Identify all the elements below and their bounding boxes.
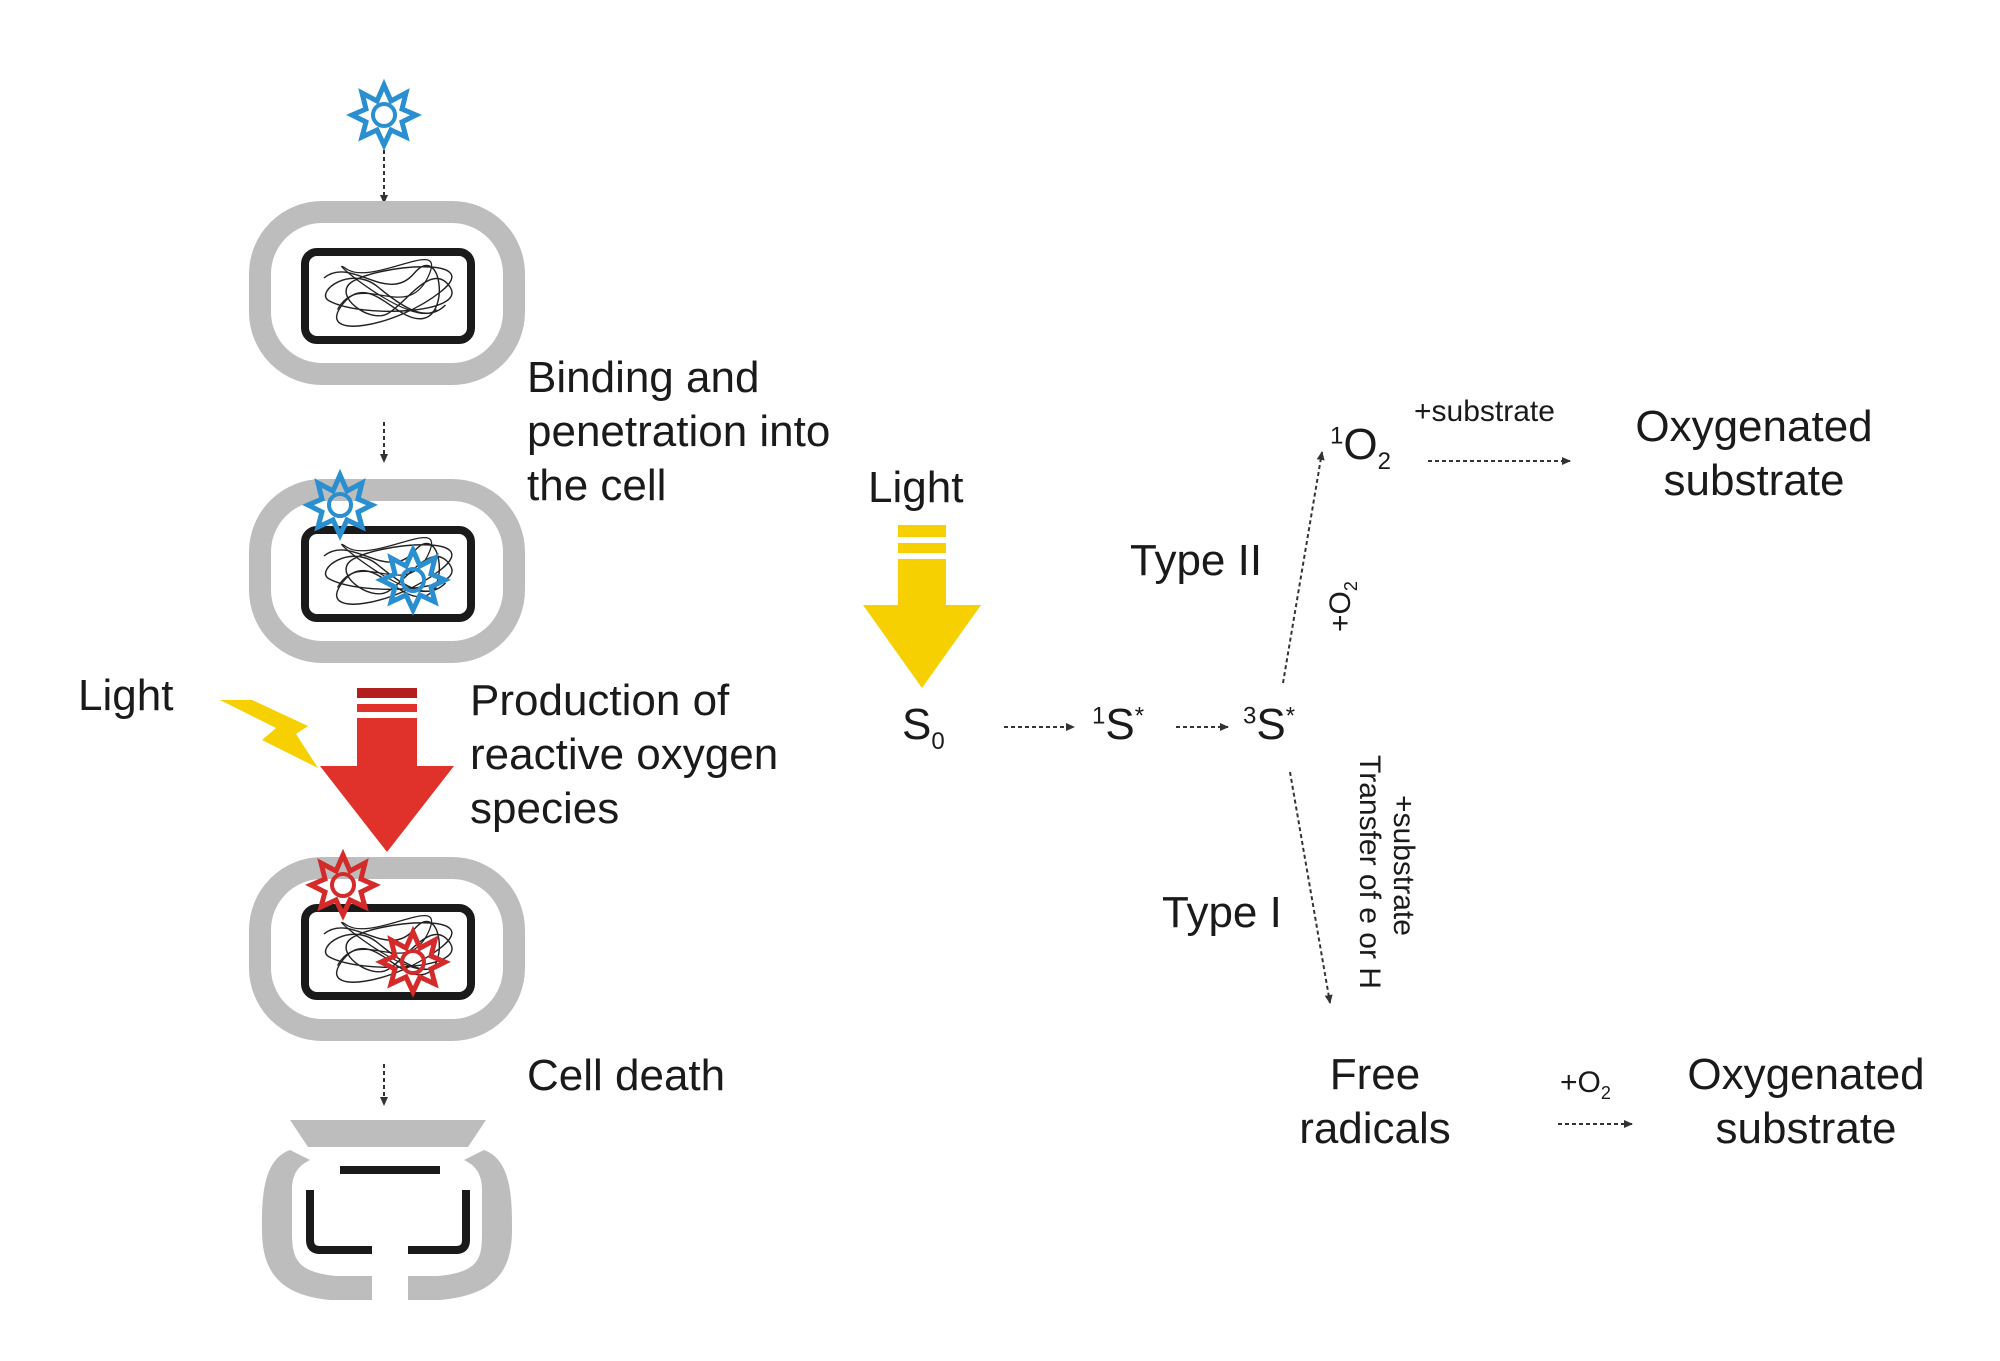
- binding-label: Binding and penetration into the cell: [527, 351, 830, 513]
- oxygenated-bottom-line-1: Oxygenated: [1687, 1050, 1925, 1099]
- light-arrow: [863, 525, 981, 688]
- plus-o2-bottom-sub: 2: [1600, 1083, 1611, 1103]
- plus-o2-rotated: +O2: [1324, 581, 1361, 632]
- light-label-left: Light: [78, 671, 174, 720]
- singlet-star: *: [1134, 702, 1145, 730]
- ros-line-1: Production of: [470, 676, 730, 725]
- type1-label: Type I: [1162, 888, 1282, 937]
- triplet-base: S: [1256, 700, 1286, 749]
- photosensitizer-blue-icon: [346, 78, 422, 151]
- oxygenated-bottom-line-2: substrate: [1715, 1104, 1897, 1153]
- s0-base: S: [902, 700, 932, 749]
- singlet-excited-state: 1S*: [1092, 700, 1144, 750]
- s0-sub: 0: [931, 727, 945, 755]
- binding-line-2: penetration into: [527, 407, 831, 456]
- binding-line-1: Binding and: [527, 353, 760, 402]
- oxygenated-bottom: Oxygenated substrate: [1676, 1048, 1936, 1156]
- ros-line-3: species: [470, 784, 620, 833]
- s0-state: S0: [902, 700, 945, 753]
- free-radicals-line-2: radicals: [1299, 1104, 1451, 1153]
- cell-2: [249, 479, 525, 663]
- singlet-oxygen-state: 1O2: [1330, 420, 1391, 473]
- plus-o2-bottom: +O2: [1560, 1066, 1611, 1103]
- binding-line-3: the cell: [527, 461, 667, 510]
- singlet-base: S: [1105, 700, 1135, 749]
- photosensitizer-bound-icon: [302, 468, 378, 541]
- plus-o2-sub: 2: [1341, 581, 1361, 592]
- triplet-star: *: [1285, 702, 1296, 730]
- arrow-type1: [1289, 771, 1333, 1004]
- cell-1: [249, 201, 525, 385]
- activated-photosensitizer-bound-icon: [305, 848, 381, 921]
- o2-sub: 2: [1377, 447, 1391, 475]
- free-radicals-line-1: Free: [1329, 1050, 1421, 1099]
- o2-sup: 1: [1330, 422, 1344, 450]
- light-label-right: Light: [868, 463, 964, 512]
- arrow-type2: [1282, 451, 1325, 684]
- cell-death-label: Cell death: [527, 1051, 726, 1100]
- oxygenated-top: Oxygenated substrate: [1624, 400, 1884, 508]
- singlet-sup: 1: [1092, 702, 1106, 730]
- lightning-bolt-icon: [220, 700, 318, 768]
- o2-base: O: [1343, 420, 1378, 469]
- activated-photosensitizer-internal-icon: [375, 925, 451, 998]
- plus-substrate-rotated: +substrate: [1387, 795, 1420, 936]
- type2-label: Type II: [1130, 536, 1263, 585]
- plus-substrate-top: +substrate: [1414, 395, 1555, 428]
- triplet-sup: 3: [1243, 702, 1257, 730]
- dead-cell: [262, 1120, 512, 1300]
- oxygenated-top-line-1: Oxygenated: [1635, 402, 1873, 451]
- oxygenated-top-line-2: substrate: [1663, 456, 1845, 505]
- plus-o2-base: +O: [1324, 591, 1357, 632]
- triplet-excited-state: 3S*: [1243, 700, 1295, 750]
- transfer-rotated: Transfer of e or H: [1353, 755, 1386, 989]
- ros-production-arrow: [320, 688, 454, 852]
- ros-label: Production of reactive oxygen species: [470, 674, 778, 836]
- cell-3: [249, 857, 525, 1041]
- free-radicals: Free radicals: [1270, 1048, 1480, 1156]
- plus-o2-bottom-base: +O: [1560, 1066, 1601, 1099]
- photosensitizer-internal-icon: [375, 543, 451, 616]
- ros-line-2: reactive oxygen: [470, 730, 779, 779]
